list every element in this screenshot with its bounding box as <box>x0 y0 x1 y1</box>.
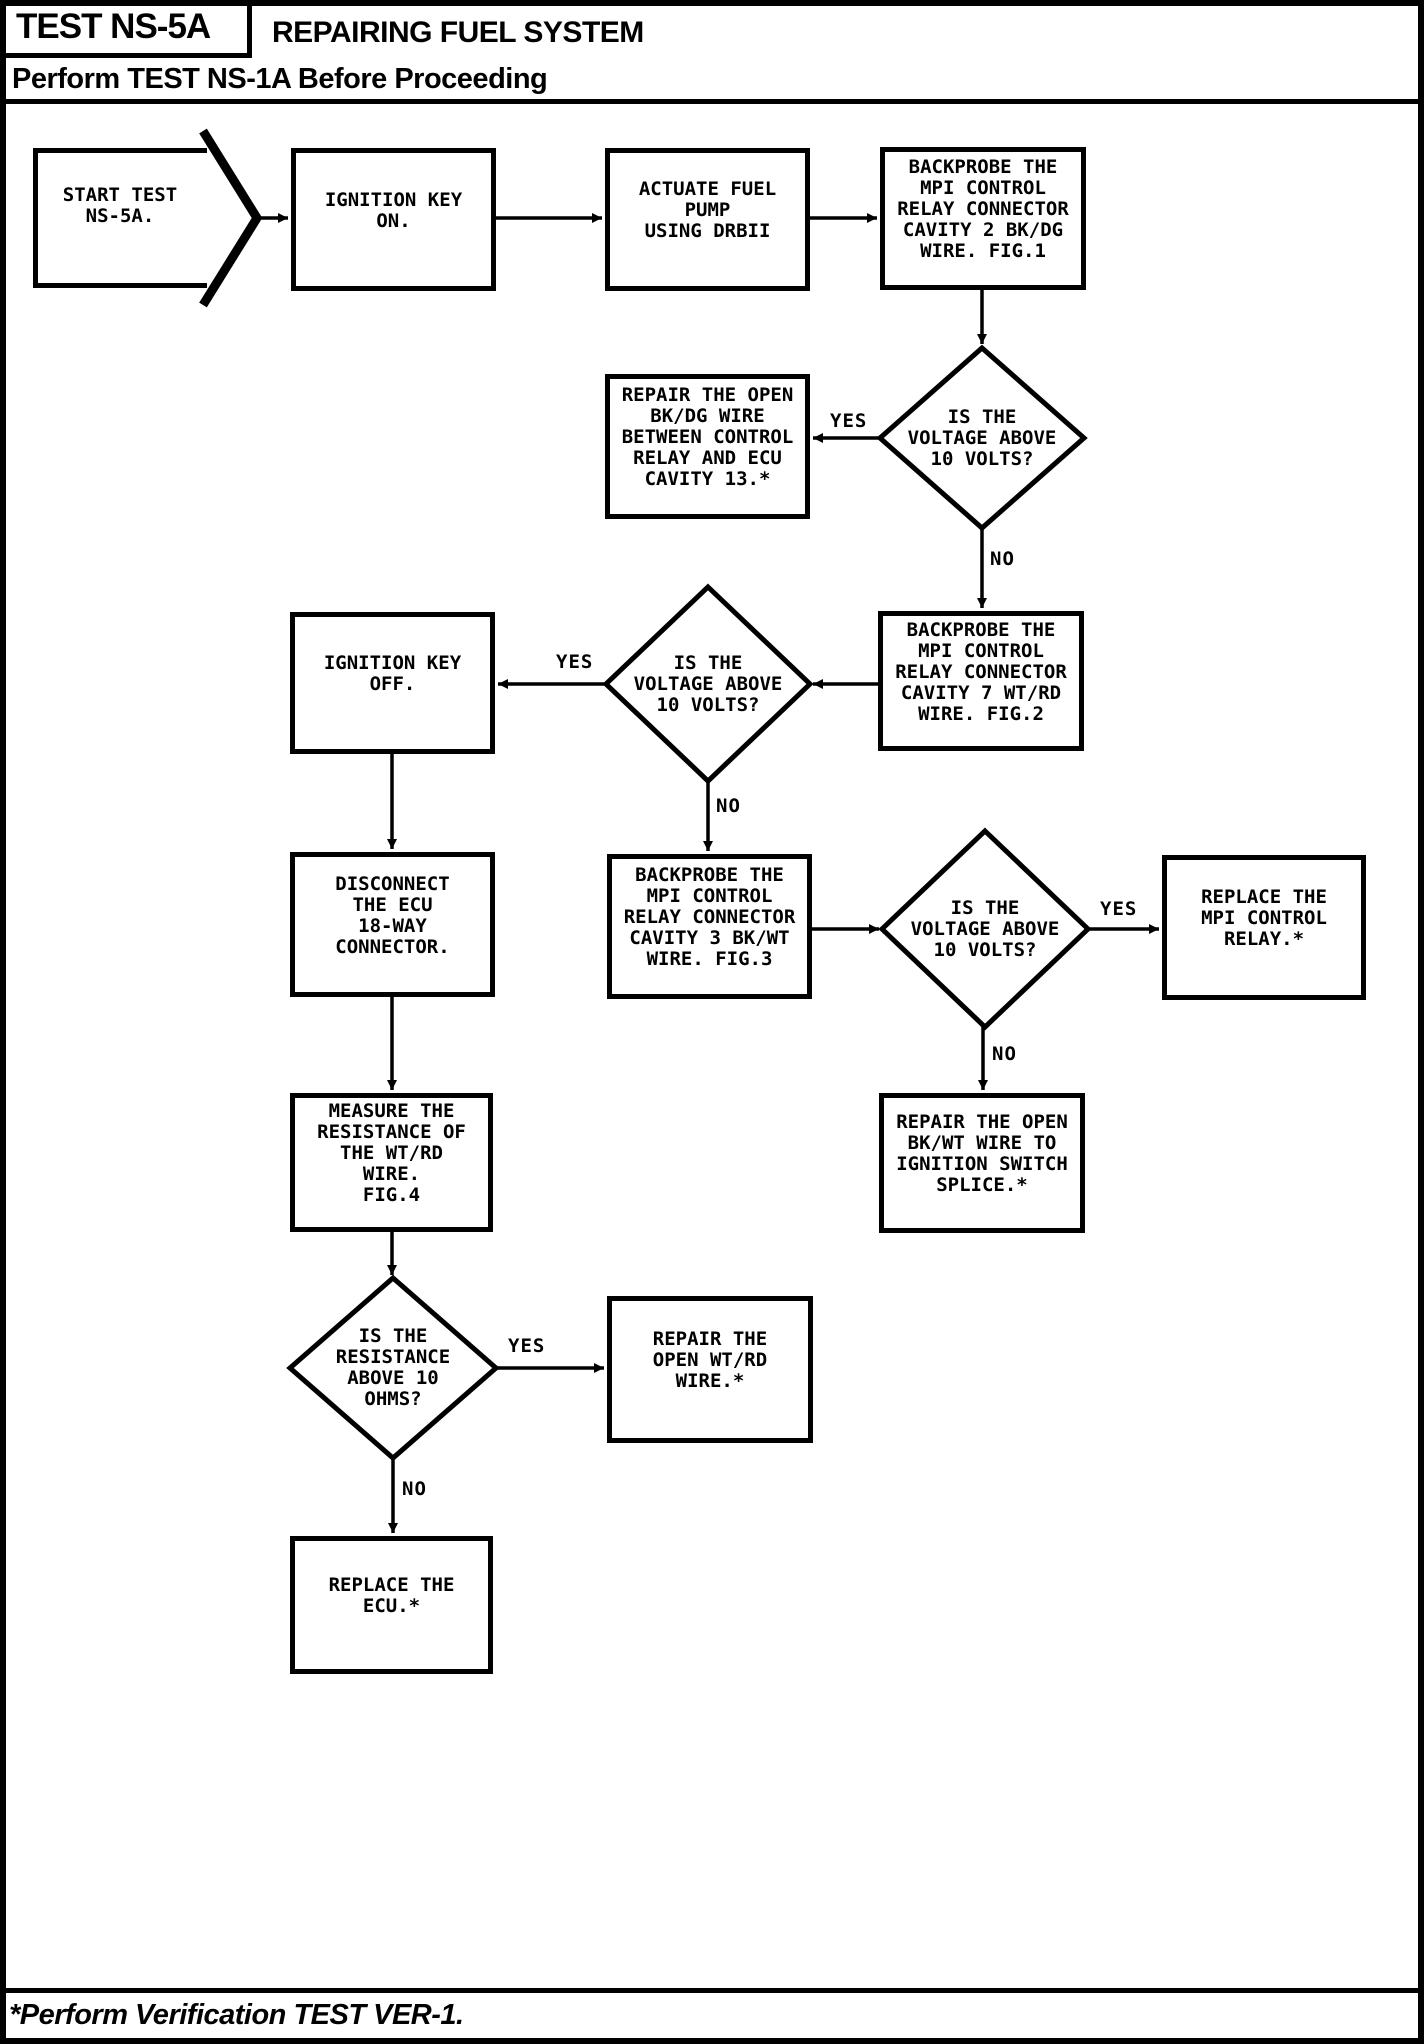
edge-label-d2-no: NO <box>716 795 741 817</box>
decision-text-voltage-2: IS THE VOLTAGE ABOVE 10 VOLTS? <box>633 652 783 716</box>
node-repair-bkwt-wire: REPAIR THE OPEN BK/WT WIRE TO IGNITION S… <box>879 1093 1085 1233</box>
node-disconnect-ecu: DISCONNECT THE ECU 18-WAY CONNECTOR. <box>290 852 495 997</box>
node-ignition-key-off: IGNITION KEY OFF. <box>290 612 495 754</box>
node-repair-wtrd-wire: REPAIR THE OPEN WT/RD WIRE.* <box>607 1296 813 1443</box>
node-replace-mpi-relay: REPLACE THE MPI CONTROL RELAY.* <box>1162 855 1366 1000</box>
footnote: *Perform Verification TEST VER-1. <box>9 1999 464 2031</box>
decision-diamond-3 <box>878 827 1092 1031</box>
node-backprobe-cavity2: BACKPROBE THE MPI CONTROL RELAY CONNECTO… <box>880 147 1086 290</box>
header-divider <box>0 99 1424 104</box>
start-banner-outline <box>33 148 207 288</box>
edge-label-d1-no: NO <box>990 548 1015 570</box>
edge-label-d4-no: NO <box>402 1478 427 1500</box>
start-arrow-icon <box>199 128 263 308</box>
node-backprobe-cavity7: BACKPROBE THE MPI CONTROL RELAY CONNECTO… <box>878 611 1084 751</box>
node-backprobe-cavity3: BACKPROBE THE MPI CONTROL RELAY CONNECTO… <box>607 854 812 999</box>
node-replace-ecu: REPLACE THE ECU.* <box>290 1536 493 1674</box>
decision-text-resistance: IS THE RESISTANCE ABOVE 10 OHMS? <box>335 1325 451 1410</box>
node-repair-bkdg-wire: REPAIR THE OPEN BK/DG WIRE BETWEEN CONTR… <box>605 374 810 519</box>
node-ignition-key-on: IGNITION KEY ON. <box>291 148 496 291</box>
decision-text-voltage-1: IS THE VOLTAGE ABOVE 10 VOLTS? <box>907 406 1057 470</box>
node-measure-resistance: MEASURE THE RESISTANCE OF THE WT/RD WIRE… <box>290 1093 493 1232</box>
decision-text-voltage-3: IS THE VOLTAGE ABOVE 10 VOLTS? <box>910 897 1060 961</box>
edge-label-d3-no: NO <box>992 1043 1017 1065</box>
edge-label-d1-yes: YES <box>830 410 868 432</box>
connector-lines <box>257 213 1159 1533</box>
node-actuate-fuel-pump: ACTUATE FUEL PUMP USING DRBII <box>605 148 810 291</box>
edge-label-d2-yes: YES <box>556 651 594 673</box>
page-title: REPAIRING FUEL SYSTEM <box>272 16 644 49</box>
footer-divider <box>0 1988 1424 1993</box>
precondition-note: Perform TEST NS-1A Before Proceeding <box>12 63 548 95</box>
edge-label-d3-yes: YES <box>1100 898 1138 920</box>
node-start: START TEST NS-5A. <box>62 184 178 227</box>
test-id-label: TEST NS-5A <box>0 0 252 58</box>
edge-label-d4-yes: YES <box>508 1335 546 1357</box>
